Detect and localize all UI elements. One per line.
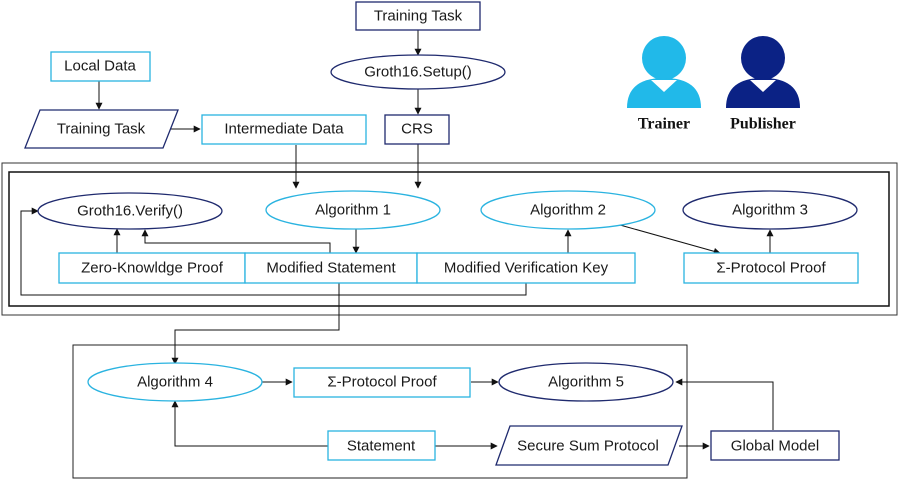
training-task-input-node xyxy=(24,109,179,149)
edge-global-to-alg5 xyxy=(675,378,774,430)
training-task-input-label: Training Task xyxy=(57,121,146,138)
edge-statement-to-alg4-back xyxy=(171,400,328,447)
trainer-label: Trainer xyxy=(638,116,690,133)
algorithm-3-label: Algorithm 3 xyxy=(732,202,808,219)
local-data-label: Local Data xyxy=(64,58,136,75)
zero-knowledge-proof-box xyxy=(58,252,246,284)
edge-vk-loop-to-verify xyxy=(20,207,527,296)
sigma-protocol-proof-top-box xyxy=(683,252,859,284)
upper-inner-frame xyxy=(8,171,890,307)
intermediate-data-box xyxy=(201,114,367,145)
training-task-top-label: Training Task xyxy=(374,8,463,25)
groth16-verify-label: Groth16.Verify() xyxy=(77,203,183,220)
algorithm-1-label: Algorithm 1 xyxy=(315,202,391,219)
upper-outer-frame xyxy=(1,162,898,316)
algorithm-2-label: Algorithm 2 xyxy=(530,202,606,219)
zero-knowledge-proof-label: Zero-Knowldge Proof xyxy=(81,260,224,277)
edge-statement-to-alg4 xyxy=(171,283,340,365)
modified-verification-key-box xyxy=(416,252,636,284)
algorithm-5-node xyxy=(498,362,674,402)
intermediate-data-label: Intermediate Data xyxy=(224,121,344,138)
publisher-label: Publisher xyxy=(730,116,796,133)
sigma-protocol-proof-top-label: Σ-Protocol Proof xyxy=(716,260,826,277)
global-model-box xyxy=(710,430,840,461)
sigma-protocol-proof-bottom-box xyxy=(293,367,471,398)
edge-alg2-to-sigma xyxy=(619,224,721,255)
statement-box xyxy=(327,430,436,461)
training-task-top-box xyxy=(355,1,481,31)
modified-statement-box xyxy=(244,252,418,284)
crs-box xyxy=(384,114,450,145)
groth16-setup-label: Groth16.Setup() xyxy=(364,64,472,81)
crs-label: CRS xyxy=(401,121,433,138)
global-model-label: Global Model xyxy=(731,438,819,455)
algorithm-1-node xyxy=(265,190,441,230)
secure-sum-protocol-label: Secure Sum Protocol xyxy=(517,438,659,455)
modified-statement-label: Modified Statement xyxy=(266,260,396,277)
trainer-person-icon xyxy=(627,36,701,108)
groth16-setup-node xyxy=(330,54,506,90)
algorithm-5-label: Algorithm 5 xyxy=(548,374,624,391)
secure-sum-protocol-node xyxy=(495,425,683,466)
local-data-box xyxy=(50,51,151,82)
algorithm-3-node xyxy=(682,190,858,230)
publisher-person-icon xyxy=(726,36,800,108)
algorithm-2-node xyxy=(480,190,656,230)
sigma-protocol-proof-bottom-label: Σ-Protocol Proof xyxy=(327,374,437,391)
statement-label: Statement xyxy=(347,438,416,455)
lower-frame xyxy=(72,344,688,479)
modified-verification-key-label: Modified Verification Key xyxy=(444,260,609,277)
algorithm-4-node xyxy=(87,362,263,402)
groth16-verify-node xyxy=(37,192,223,230)
edge-statement-to-verify xyxy=(141,229,331,253)
algorithm-4-label: Algorithm 4 xyxy=(137,374,213,391)
